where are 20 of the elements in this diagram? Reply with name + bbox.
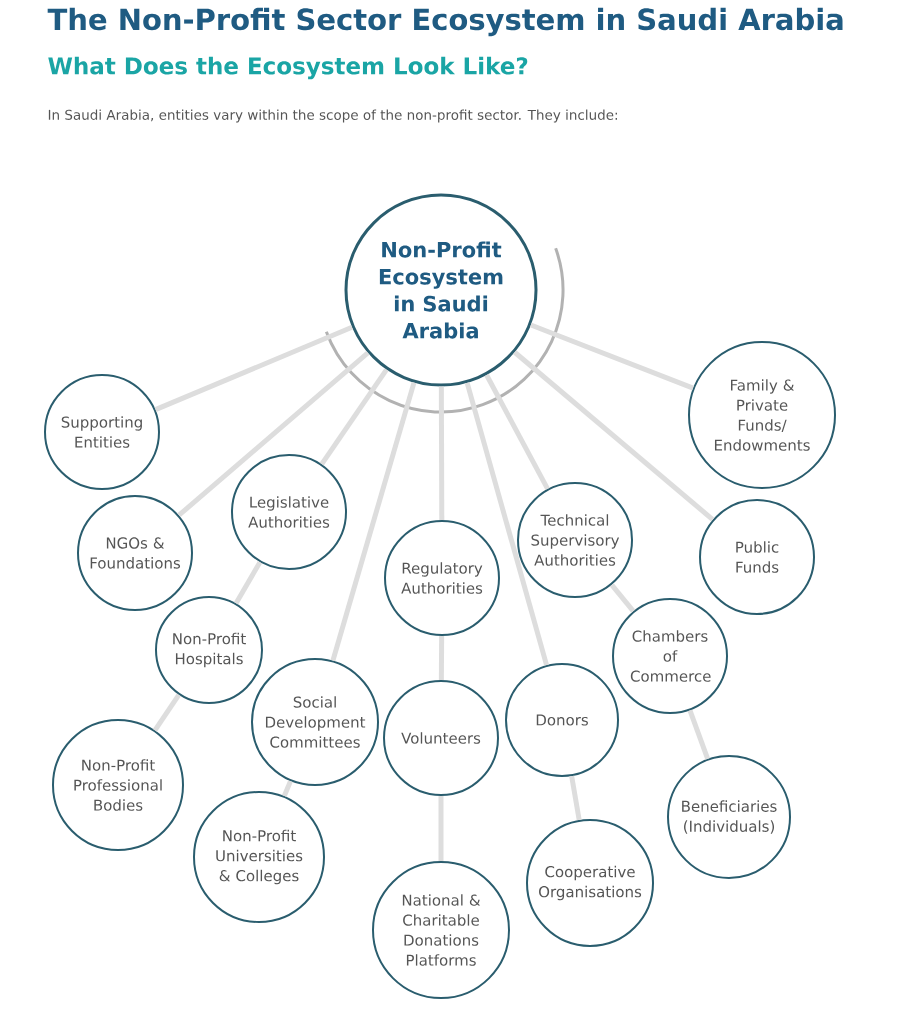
connector-line — [609, 583, 636, 613]
connector-line — [330, 381, 417, 662]
connector-line — [438, 386, 445, 520]
connector-line — [281, 780, 293, 797]
connector-line — [319, 368, 389, 466]
connector-line — [513, 350, 715, 522]
subtitle: What Does the Ecosystem Look Like? — [48, 56, 528, 80]
connector-line — [438, 796, 444, 861]
title: The Non-Profit Sector Ecosystem in Saudi Arabia — [47, 7, 843, 37]
connector-line — [438, 636, 445, 680]
connector-line — [152, 693, 181, 732]
connector-line — [530, 322, 694, 391]
connector-line — [484, 373, 550, 491]
connector-line — [687, 709, 711, 760]
connector-line — [464, 382, 549, 666]
intro-text: In Saudi Arabia, entities vary within the scope of the non-profit sector. They include: — [48, 109, 617, 123]
connector-line — [233, 560, 263, 605]
connector-line — [154, 324, 353, 412]
connector-line — [569, 775, 582, 821]
connector-line — [177, 351, 370, 518]
